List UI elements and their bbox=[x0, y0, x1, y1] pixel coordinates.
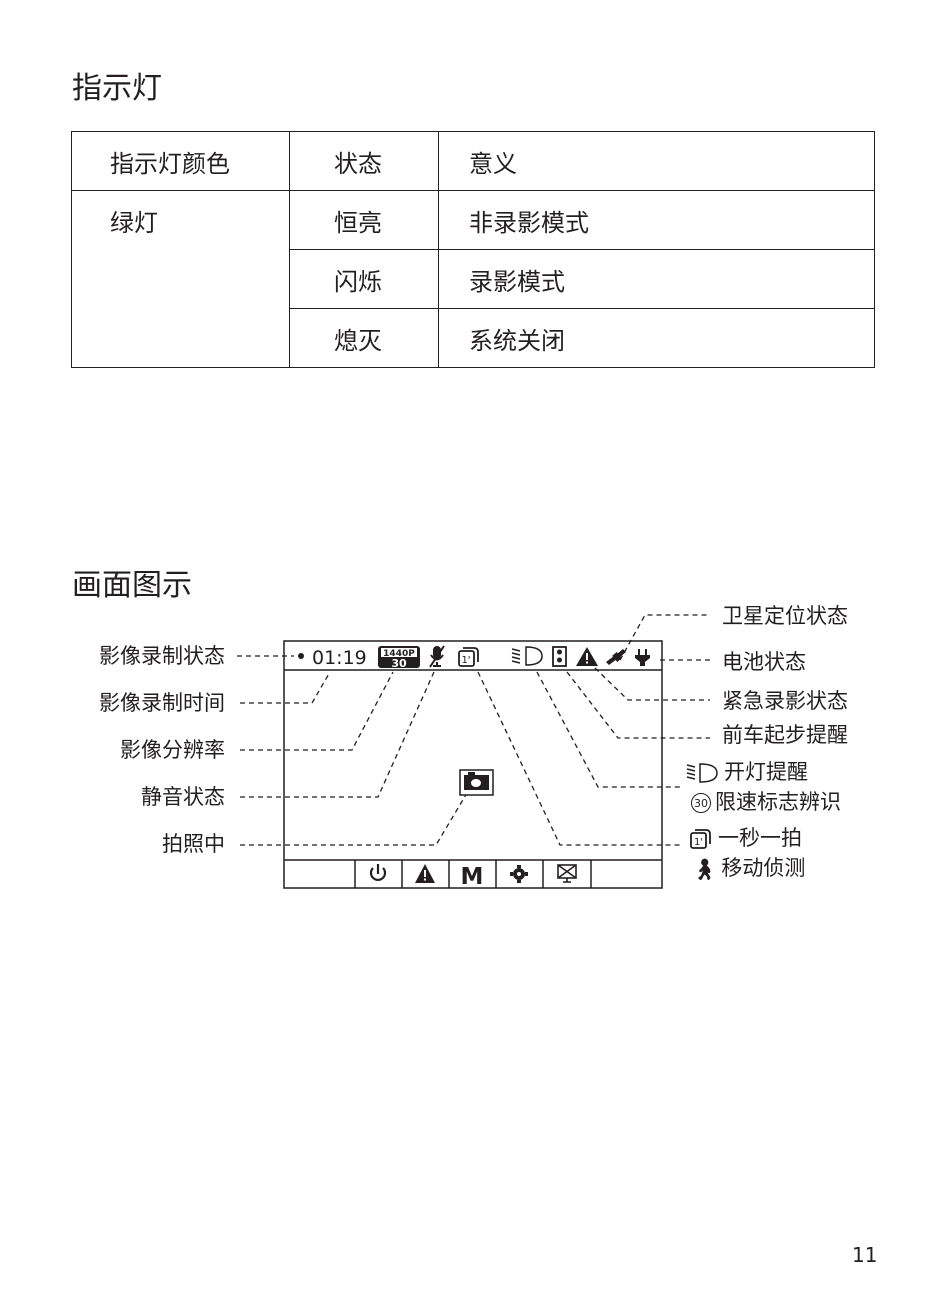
svg-text:1440P: 1440P bbox=[383, 649, 415, 659]
svg-text:1': 1' bbox=[694, 837, 703, 848]
mute-mic-icon bbox=[429, 645, 445, 668]
label-gps: 卫星定位状态 bbox=[722, 604, 848, 628]
cell-meaning: 录影模式 bbox=[469, 268, 565, 296]
walking-person-icon: 🚶︎ bbox=[692, 857, 718, 881]
screen-off-icon bbox=[557, 864, 577, 883]
header-state: 状态 bbox=[334, 150, 382, 178]
front-car-start-icon bbox=[552, 646, 567, 667]
label-headlight: 开灯提醒 bbox=[686, 762, 808, 784]
section-title-screen: 画面图示 bbox=[72, 568, 192, 603]
cell-meaning: 系统关闭 bbox=[469, 327, 565, 355]
headlight-icon bbox=[686, 763, 718, 783]
label-front-car: 前车起步提醒 bbox=[722, 723, 848, 747]
one-second-shot-icon: 1' bbox=[690, 829, 711, 849]
section-title-indicator: 指示灯 bbox=[72, 71, 162, 106]
menu-warning-icon bbox=[415, 864, 435, 883]
table-row: 闪烁 录影模式 bbox=[72, 249, 875, 309]
settings-gear-icon bbox=[510, 865, 528, 883]
screen-frame bbox=[283, 640, 663, 889]
photo-capturing-icon bbox=[459, 769, 494, 796]
cell-color: 绿灯 bbox=[110, 209, 158, 237]
indicator-table: 指示灯颜色 状态 意义 绿灯 恒亮 非录影模式 闪烁 录影模式 熄灭 系统关闭 bbox=[71, 131, 875, 368]
label-mute: 静音状态 bbox=[141, 785, 225, 809]
label-one-second: 1'一秒一拍 bbox=[690, 828, 802, 850]
page-number: 11 bbox=[852, 1243, 878, 1267]
cell-state: 恒亮 bbox=[334, 209, 382, 237]
power-icon bbox=[369, 864, 387, 881]
header-meaning: 意义 bbox=[469, 150, 517, 178]
emergency-warning-icon bbox=[576, 647, 598, 666]
one-second-shot-icon: 1' bbox=[458, 647, 479, 667]
leader-lines bbox=[237, 614, 710, 846]
label-recording-time: 影像录制时间 bbox=[99, 691, 225, 715]
recording-time: 01:19 bbox=[312, 647, 367, 669]
cell-meaning: 非录影模式 bbox=[469, 209, 589, 237]
label-recording-status: 影像录制状态 bbox=[99, 644, 225, 668]
table-row: 熄灭 系统关闭 bbox=[72, 308, 875, 368]
gps-satellite-icon bbox=[606, 649, 626, 665]
menu-mode-icon: M bbox=[461, 864, 484, 890]
svg-text:30: 30 bbox=[391, 657, 407, 670]
header-color: 指示灯颜色 bbox=[110, 150, 230, 178]
label-emergency: 紧急录影状态 bbox=[722, 689, 848, 713]
cell-state: 闪烁 bbox=[334, 268, 382, 296]
label-motion: 🚶︎移动侦测 bbox=[692, 856, 806, 881]
speed-limit-icon: 30 bbox=[691, 793, 711, 813]
resolution-badge-icon: 1440P 30 bbox=[378, 646, 420, 670]
table-row: 绿灯 恒亮 非录影模式 bbox=[71, 190, 875, 368]
label-photo: 拍照中 bbox=[162, 832, 225, 856]
recording-dot-icon bbox=[298, 653, 304, 659]
headlight-icon bbox=[511, 646, 543, 666]
svg-text:1': 1' bbox=[461, 655, 470, 666]
label-resolution: 影像分辨率 bbox=[120, 738, 225, 762]
label-battery: 电池状态 bbox=[722, 650, 806, 674]
battery-plug-icon bbox=[635, 649, 650, 666]
table-header-row: 指示灯颜色 状态 意义 bbox=[71, 131, 875, 191]
cell-state: 熄灭 bbox=[334, 327, 382, 355]
